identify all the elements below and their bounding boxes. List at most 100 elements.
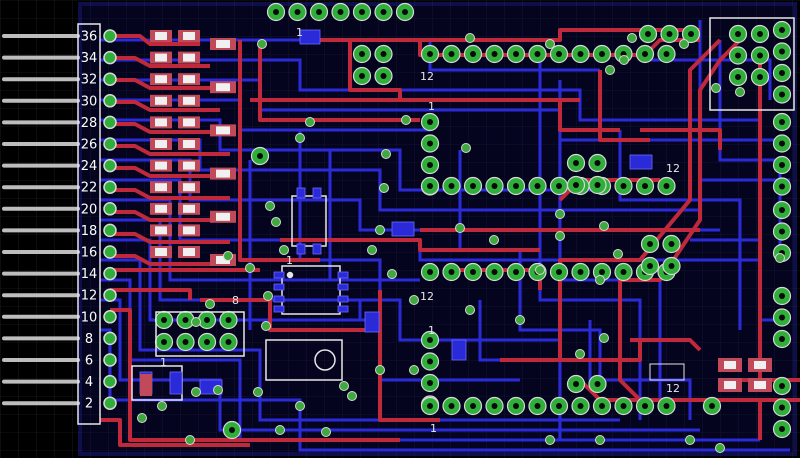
smd-resistor-body [155, 226, 167, 235]
drill-hole [427, 119, 433, 125]
drill-hole [735, 52, 741, 59]
drill-hole [534, 183, 541, 189]
drill-hole [470, 51, 476, 57]
via [685, 435, 695, 445]
via [401, 115, 411, 125]
via [261, 321, 271, 331]
drill-hole [647, 241, 653, 247]
smd-resistor-body [155, 140, 167, 148]
vias [137, 33, 785, 453]
drill-hole [513, 403, 519, 409]
drill-hole [448, 183, 455, 189]
edge-pin-label: 20 [81, 202, 98, 217]
via [775, 253, 785, 263]
via [375, 225, 385, 235]
drill-hole [380, 73, 387, 79]
smd-resistor-body [216, 40, 230, 48]
via [279, 245, 289, 255]
edge-pad [103, 115, 117, 130]
drill-hole [316, 9, 322, 15]
smd-resistor-body [155, 183, 167, 192]
smd-resistor-body [216, 212, 230, 221]
smd-capacitors [140, 358, 772, 396]
drill-hole [668, 241, 675, 247]
drill-hole [359, 73, 365, 79]
smd-resistor-body [155, 32, 167, 40]
drill-hole [779, 383, 785, 389]
via [347, 391, 357, 401]
drill-hole [757, 52, 763, 59]
silkscreen-label-hdr-d-1: 1 [428, 324, 435, 337]
smd-resistor-body [183, 118, 195, 127]
drill-hole [688, 31, 694, 37]
drill-hole [779, 140, 785, 147]
drill-hole [779, 314, 785, 321]
drill-hole [573, 160, 579, 166]
smd-resistor-body [216, 126, 230, 135]
transistor-body [291, 195, 327, 247]
edge-pin-label: 8 [85, 332, 93, 347]
via [613, 249, 623, 259]
silkscreen-label-hdr-d-1b: 1 [430, 422, 437, 435]
edge-pad [103, 72, 117, 86]
drill-hole [779, 91, 785, 98]
smd-resistor-body [183, 75, 195, 84]
drill-hole [491, 403, 498, 409]
drill-hole [427, 183, 433, 189]
edge-pin-label: 10 [81, 310, 98, 325]
via [387, 269, 397, 279]
drill-hole [225, 339, 232, 345]
drill-hole [573, 381, 579, 387]
via [627, 33, 637, 43]
drill-hole [577, 403, 584, 409]
via [295, 133, 305, 143]
edge-pin-label: 22 [81, 181, 98, 196]
silkscreen-label-hdr-b-12: 12 [666, 162, 680, 175]
via [535, 265, 545, 275]
drill-hole [779, 228, 785, 235]
via [379, 183, 389, 193]
via [545, 435, 555, 445]
silkscreen-label-hdr-b-1: 1 [428, 100, 435, 113]
via [711, 83, 721, 93]
edge-pad [103, 180, 117, 194]
silkscreen-label-ic-1: 1 [286, 254, 293, 267]
edge-pin-label: 12 [81, 289, 98, 304]
via [245, 263, 255, 273]
drill-hole [470, 183, 476, 189]
smd-resistor-body [155, 96, 167, 105]
smd-resistor-body [183, 226, 195, 235]
crystal-circle-icon [314, 349, 336, 371]
edge-connector-body [77, 23, 101, 425]
via [409, 295, 419, 305]
smd-resistor-body [183, 161, 195, 170]
via [265, 201, 275, 211]
smd-resistor-body [155, 248, 167, 256]
drill-hole [663, 183, 670, 189]
via [545, 39, 555, 49]
smd-resistor-body [183, 183, 195, 192]
edge-pin-label: 28 [81, 116, 98, 131]
via [455, 223, 465, 233]
edge-pad [103, 223, 117, 238]
edge-pin-label: 16 [81, 246, 98, 261]
via [575, 349, 585, 359]
via [679, 39, 689, 49]
drill-hole [380, 51, 387, 57]
via [515, 315, 525, 325]
smd-resistor-body [155, 53, 167, 62]
drill-hole [779, 119, 785, 125]
smd-resistor-body [183, 248, 195, 256]
via [409, 365, 419, 375]
drill-hole [182, 317, 189, 323]
drill-hole [491, 269, 498, 275]
edge-pad [103, 310, 117, 324]
smd-resistor-body [183, 96, 195, 105]
drill-hole [182, 339, 189, 345]
via [595, 275, 605, 285]
via [735, 87, 745, 97]
via [339, 381, 349, 391]
drill-hole [337, 9, 344, 15]
drill-hole [513, 269, 519, 275]
edge-pad [103, 29, 117, 43]
